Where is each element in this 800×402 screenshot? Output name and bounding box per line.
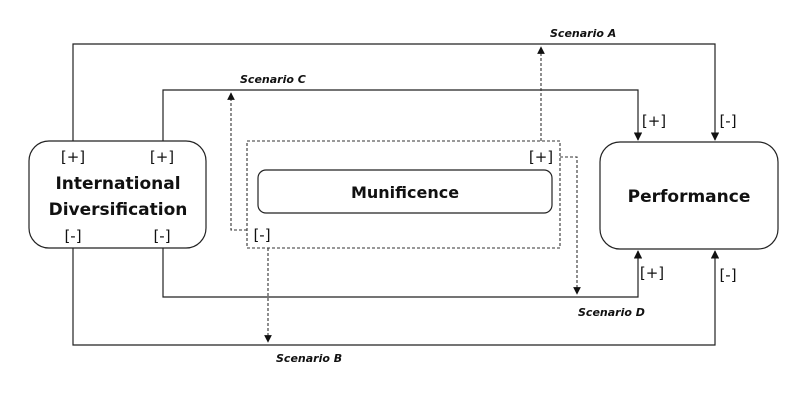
- sign-minus-right: [-]: [153, 227, 170, 245]
- node-international-diversification: [+] [+] International Diversification [-…: [28, 140, 207, 249]
- node-label-line1: International: [55, 174, 180, 194]
- munificence-sign-plus: [+]: [529, 148, 553, 166]
- performance-label: Performance: [628, 187, 751, 207]
- performance-bottom-sign-plus: [+]: [640, 264, 664, 282]
- munificence-label: Munificence: [351, 183, 459, 202]
- edge-scenario-d: [162, 248, 643, 298]
- performance-bottom-sign-minus: [-]: [719, 266, 736, 284]
- edge-scenario-a: [72, 43, 720, 141]
- moderator-dashed-frame: [246, 140, 561, 249]
- munificence-box: [257, 169, 553, 214]
- edge-scenario-b: [72, 248, 720, 346]
- scenario-a-label: Scenario A: [550, 27, 616, 40]
- edge-scenario-c: [162, 89, 643, 141]
- munificence-sign-minus: [-]: [253, 226, 270, 244]
- moderation-arrow-c: [227, 92, 247, 231]
- performance-top-sign-plus: [+]: [642, 112, 666, 130]
- node-munificence: Munificence [+] [-]: [246, 140, 561, 249]
- scenario-b-label: Scenario B: [276, 352, 342, 365]
- scenario-d-label: Scenario D: [578, 306, 645, 319]
- scenario-c-label: Scenario C: [240, 73, 306, 86]
- sign-plus-left: [+]: [61, 148, 85, 166]
- node-label-line2: Diversification: [49, 200, 188, 220]
- sign-minus-left: [-]: [64, 227, 81, 245]
- node-performance: Performance [+] [-] [+] [-]: [599, 112, 779, 284]
- sign-plus-right: [+]: [150, 148, 174, 166]
- moderation-arrow-d: [560, 156, 581, 295]
- performance-top-sign-minus: [-]: [719, 112, 736, 130]
